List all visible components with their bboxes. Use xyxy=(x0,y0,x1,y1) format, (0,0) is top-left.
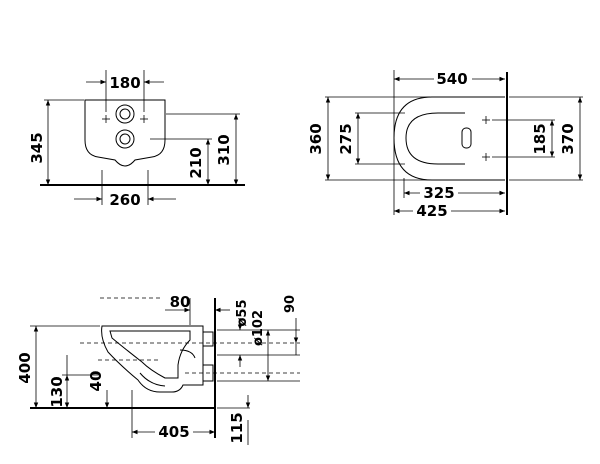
front-view: 180 345 210 310 260 xyxy=(28,70,245,209)
front-bowl-outline xyxy=(84,99,166,167)
dim-360: 360 xyxy=(307,123,325,154)
dim-405: 405 xyxy=(158,423,189,441)
dim-40: 40 xyxy=(87,371,105,392)
mounting-point-left xyxy=(102,115,110,123)
dim-115: 115 xyxy=(228,412,246,443)
inlet-fitting xyxy=(202,331,214,347)
dim-325: 325 xyxy=(423,184,454,202)
top-mount-upper xyxy=(482,116,490,124)
side-bowl-inner xyxy=(109,330,191,379)
top-view: 540 360 275 185 370 325 425 xyxy=(307,70,583,220)
top-bowl-outline xyxy=(393,96,505,181)
side-bowl-outline xyxy=(101,325,204,393)
dim-185: 185 xyxy=(531,123,549,154)
dim-90: 90 xyxy=(283,295,298,313)
dim-310: 310 xyxy=(215,134,233,165)
hinge-slot xyxy=(461,127,472,149)
dim-400: 400 xyxy=(16,352,34,383)
dim-370: 370 xyxy=(559,123,577,154)
fixing-hole-upper xyxy=(115,104,135,124)
dim-80: 80 xyxy=(170,293,191,311)
top-bowl-inner xyxy=(405,112,465,165)
dim-210: 210 xyxy=(187,147,205,178)
dim-102: ø102 xyxy=(251,310,266,346)
dim-345: 345 xyxy=(28,132,46,163)
dim-130: 130 xyxy=(48,376,66,407)
dim-55: ø55 xyxy=(235,299,250,326)
top-mount-lower xyxy=(482,153,490,161)
dim-180: 180 xyxy=(109,74,140,92)
side-view: 80 ø55 ø102 90 400 130 40 405 115 xyxy=(16,293,300,445)
dim-260: 260 xyxy=(109,191,140,209)
mounting-point-right xyxy=(140,115,148,123)
dim-540: 540 xyxy=(436,70,467,88)
fixing-hole-lower xyxy=(115,129,135,149)
dim-275: 275 xyxy=(337,123,355,154)
dim-425: 425 xyxy=(416,202,447,220)
